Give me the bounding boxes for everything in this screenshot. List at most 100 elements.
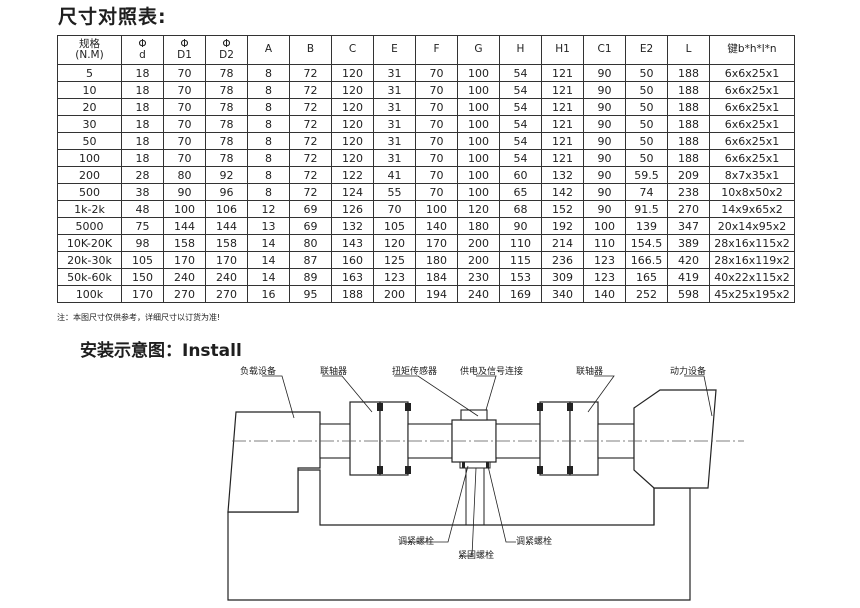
table-cell: 20x14x95x2 [709,217,795,235]
table-cell: 18 [121,132,164,150]
table-cell: 120 [457,200,500,218]
table-cell: 14 [247,268,290,286]
table-cell: 184 [415,268,458,286]
table-cell: 100 [457,115,500,133]
table-cell: 20k-30k [57,251,122,269]
table-cell: 105 [121,251,164,269]
table-cell: 72 [289,64,332,82]
table-cell: 340 [541,285,584,303]
table-cell: 72 [289,98,332,116]
table-cell: 92 [205,166,248,184]
table-cell: 69 [289,200,332,218]
table-header-cell: G [457,35,500,65]
load-device [227,411,321,513]
table-cell: 6x6x25x1 [709,149,795,167]
table-cell: 89 [289,268,332,286]
header-text: L [685,43,692,56]
table-cell: 14x9x65x2 [709,200,795,218]
table-cell: 31 [373,149,416,167]
table-note: 注：本图尺寸仅供参考，详细尺寸以订货为准! [57,313,221,322]
table-cell: 31 [373,64,416,82]
table-cell: 78 [205,64,248,82]
table-cell: 100 [457,81,500,99]
table-cell: 74 [625,183,668,201]
table-cell: 140 [583,285,626,303]
installation-diagram: 负载设备 联轴器 扭矩传感器 供电及信号连接 联轴器 动力设备 调紧螺栓 紧固螺… [227,365,744,601]
table-cell: 420 [667,251,710,269]
table-cell: 163 [331,268,374,286]
table-cell: 80 [289,234,332,252]
table-cell: 144 [205,217,248,235]
label-power-signal: 供电及信号连接 [460,365,523,377]
table-cell: 139 [625,217,668,235]
table-cell: 70 [415,166,458,184]
table-cell: 18 [121,115,164,133]
table-cell: 120 [331,81,374,99]
table-cell: 188 [667,132,710,150]
table-cell: 12 [247,200,290,218]
table-cell: 40x22x115x2 [709,268,795,286]
table-cell: 126 [331,200,374,218]
header-text: d [139,49,146,61]
table-cell: 188 [667,98,710,116]
table-cell: 121 [541,149,584,167]
table-cell: 150 [121,268,164,286]
table-cell: 90 [583,166,626,184]
table-cell: 124 [331,183,374,201]
table-cell: 13 [247,217,290,235]
table-cell: 70 [163,81,206,99]
table-cell: 419 [667,268,710,286]
table-cell: 100 [457,64,500,82]
table-cell: 70 [163,115,206,133]
table-cell: 123 [373,268,416,286]
table-cell: 100 [57,149,122,167]
table-cell: 6x6x25x1 [709,98,795,116]
header-text: A [264,43,273,56]
table-cell: 87 [289,251,332,269]
header-text: Φ [138,37,147,50]
header-text: (N.M) [75,49,104,61]
header-text: E2 [639,43,654,56]
table-cell: 121 [541,132,584,150]
table-cell: 65 [499,183,542,201]
table-cell: 50 [625,149,668,167]
header-text: G [474,43,483,56]
table-cell: 90 [583,132,626,150]
header-text: H [516,43,525,56]
table-header-cell: L [667,35,710,65]
table-cell: 166.5 [625,251,668,269]
table-cell: 123 [583,268,626,286]
table-cell: 70 [163,149,206,167]
table-header-cell: C1 [583,35,626,65]
header-text: Φ [222,37,231,50]
label-load-device: 负载设备 [240,365,276,377]
header-text: 规格 [79,37,100,50]
table-cell: 30 [57,115,122,133]
table-cell: 100 [457,132,500,150]
table-cell: 70 [163,64,206,82]
label-power-device: 动力设备 [670,365,706,377]
right-coupling [537,401,599,476]
table-cell: 100k [57,285,122,303]
table-cell: 72 [289,166,332,184]
table-cell: 121 [541,64,584,82]
table-cell: 31 [373,98,416,116]
table-cell: 132 [541,166,584,184]
table-cell: 143 [331,234,374,252]
header-text: D1 [177,49,192,61]
table-cell: 90 [499,217,542,235]
table-cell: 132 [331,217,374,235]
table-cell: 200 [457,251,500,269]
header-text: Φ [180,37,189,50]
table-header-cell: E [373,35,416,65]
table-cell: 31 [373,81,416,99]
table-cell: 100 [163,200,206,218]
